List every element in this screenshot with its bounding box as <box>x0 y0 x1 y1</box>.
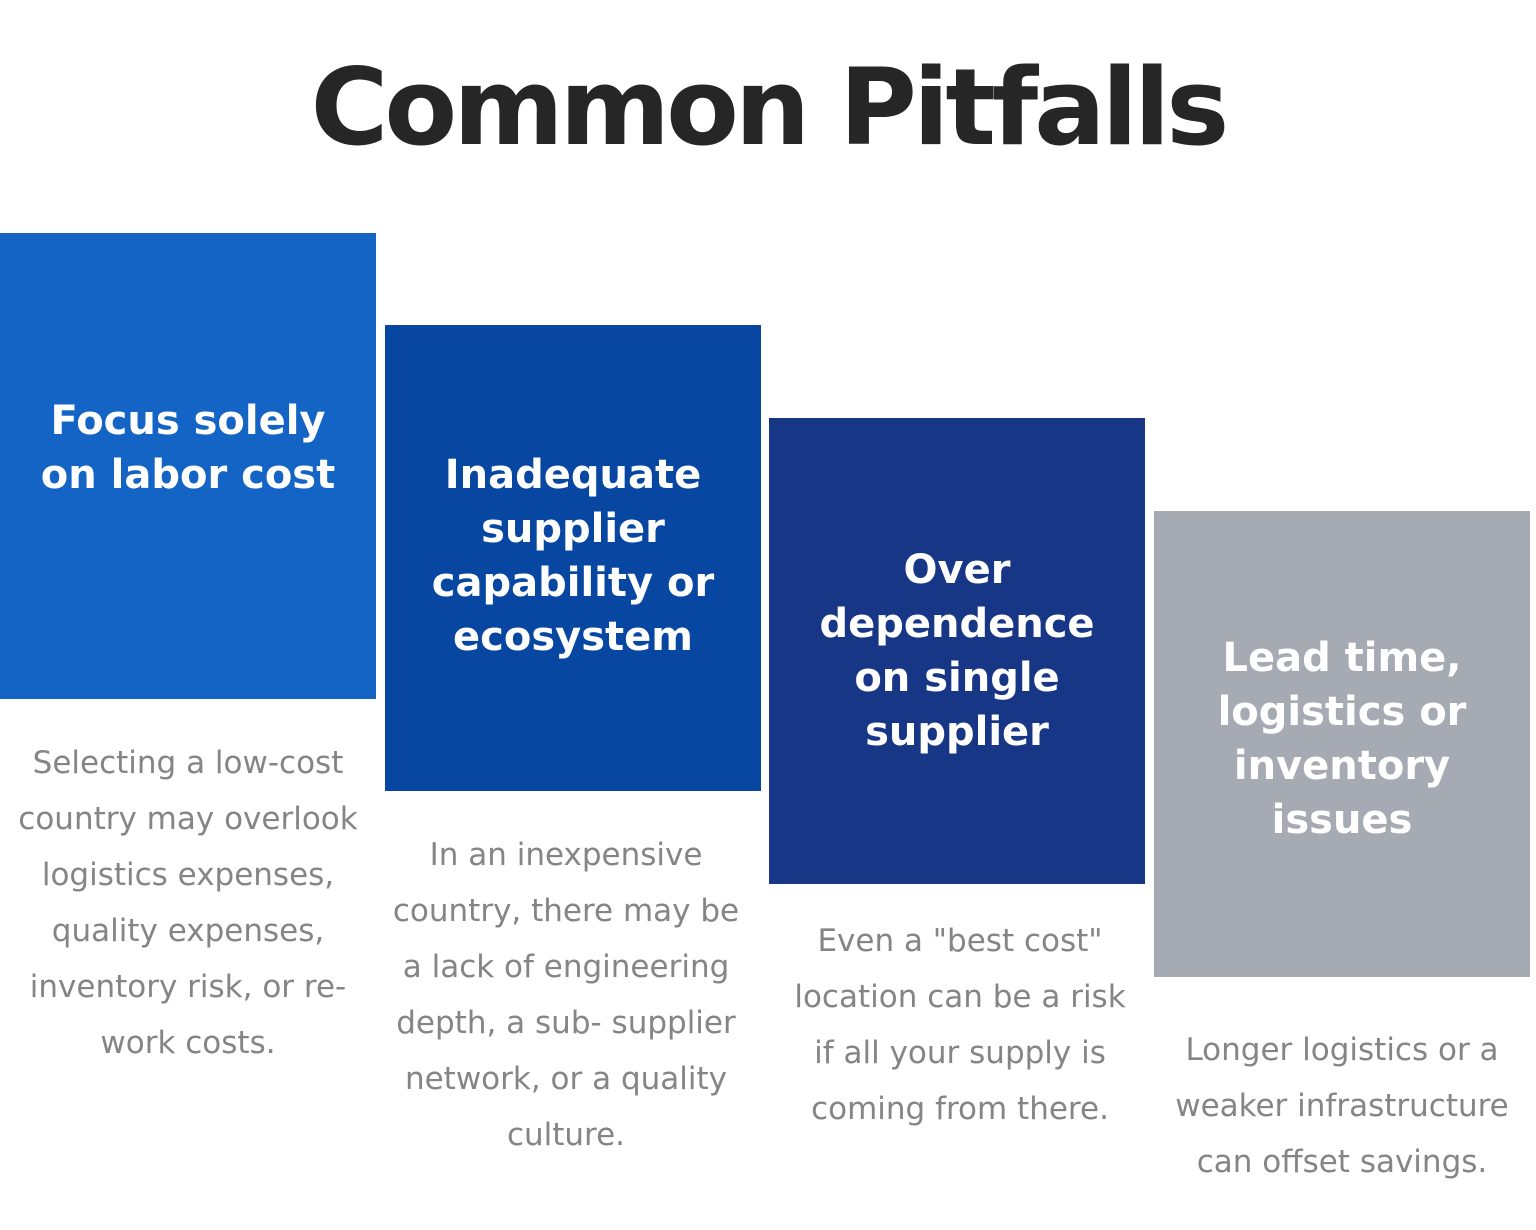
pitfall-heading: Over dependence on single supplier <box>819 547 1095 755</box>
pitfall-description: Longer logistics or a weaker infrastruct… <box>1175 1032 1509 1180</box>
pitfall-description: In an inexpensive country, there may be … <box>392 837 740 1153</box>
pitfall-description: Selecting a low-cost country may overloo… <box>18 745 358 1061</box>
pitfall-heading: Inadequate supplier capability or ecosys… <box>431 452 715 660</box>
pitfall-box-supplier-capability: Inadequate supplier capability or ecosys… <box>385 325 761 791</box>
pitfall-heading: Lead time, logistics or inventory issues <box>1217 635 1467 843</box>
pitfall-description: Even a "best cost" location can be a ris… <box>794 923 1126 1127</box>
page-title: Common Pitfalls <box>310 46 1230 169</box>
pitfall-box-labor-cost: Focus solely on labor cost <box>0 233 376 699</box>
pitfall-box-lead-time: Lead time, logistics or inventory issues <box>1154 511 1530 977</box>
pitfall-box-single-supplier: Over dependence on single supplier <box>769 418 1145 884</box>
pitfall-heading: Focus solely on labor cost <box>40 398 336 498</box>
